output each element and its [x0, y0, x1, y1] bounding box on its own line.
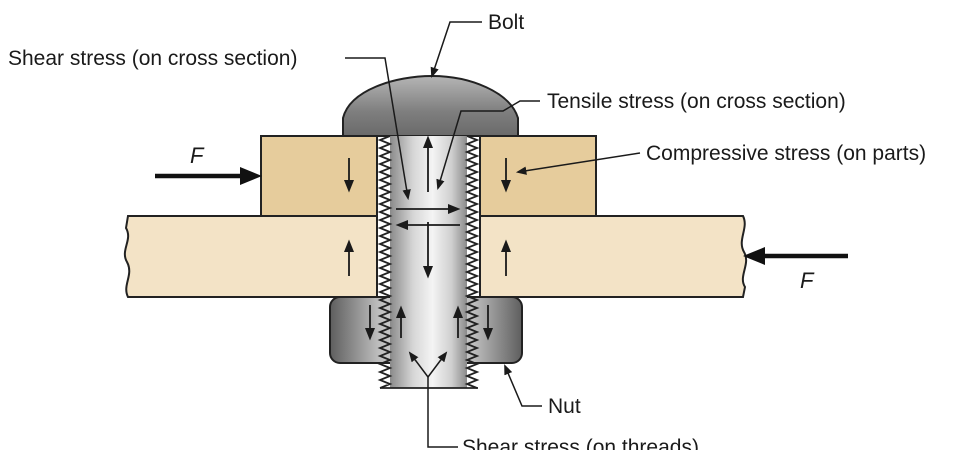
shear-threads-label: Shear stress (on threads) [462, 436, 699, 450]
nut-label: Nut [548, 395, 581, 418]
compressive-arrows [343, 158, 512, 276]
leader-lines [345, 21, 641, 448]
compressive-stress-label: Compressive stress (on parts) [646, 142, 926, 165]
upper-part-right [479, 135, 597, 217]
bolt-label: Bolt [488, 11, 524, 34]
lower-plate-right [479, 215, 748, 298]
bolt-head [342, 74, 519, 137]
shear-cross-section-label: Shear stress (on cross section) [8, 47, 297, 70]
force-left-label: F [190, 143, 205, 168]
force-right-label: F [800, 268, 815, 293]
shear-cross-arrows [395, 203, 461, 231]
force-arrows [155, 167, 848, 265]
bolt-threads-right [464, 135, 480, 389]
upper-part-left [260, 135, 378, 217]
tensile-stress-label: Tensile stress (on cross section) [547, 90, 846, 113]
bolt-threads-left [377, 135, 393, 389]
lower-plate-left [123, 215, 378, 298]
shear-thread-arrows [364, 305, 494, 341]
